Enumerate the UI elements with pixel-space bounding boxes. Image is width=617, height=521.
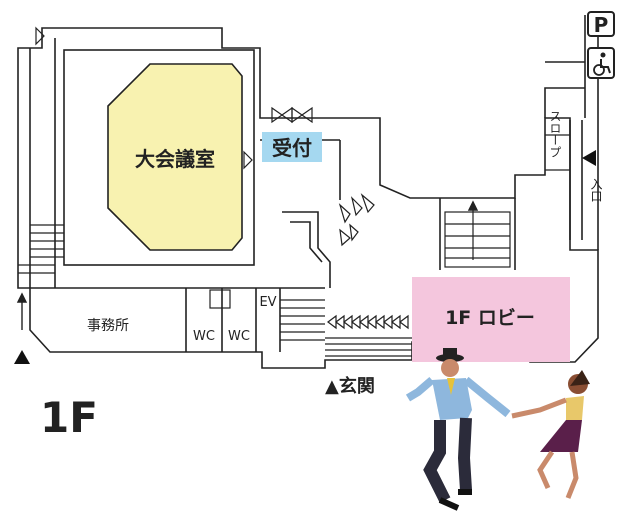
hall-room <box>107 63 243 251</box>
reception-badge <box>262 132 322 162</box>
reception-label: 受付 <box>272 136 312 160</box>
entry-arrow-icon <box>582 150 596 166</box>
svg-text:P: P <box>594 13 609 37</box>
stairs-left <box>18 224 64 274</box>
left-marker-icon <box>14 350 30 364</box>
parking-icon: P <box>587 11 615 37</box>
wc2-label: WC <box>228 329 250 344</box>
wc1-label: WC <box>193 329 215 344</box>
wheelchair-icon <box>587 47 615 79</box>
ev-label: EV <box>259 295 276 310</box>
office-label: 事務所 <box>87 318 129 334</box>
doors <box>35 26 409 330</box>
stairs-lobby <box>444 205 511 268</box>
hall-label: 大会議室 <box>135 147 215 171</box>
entry-label: 入口 <box>589 178 603 202</box>
entrance-stairs <box>325 337 412 357</box>
wc-partition <box>209 289 231 309</box>
hall-outer-wall <box>63 49 255 266</box>
entrance-label: ▲玄関 <box>325 375 375 397</box>
stairs-middle <box>280 299 325 341</box>
dancers-illustration <box>405 348 590 511</box>
lobby-label: 1F ロビー <box>445 307 535 329</box>
lobby-room <box>412 277 570 362</box>
building-outline <box>17 27 599 369</box>
floor-label: 1F <box>40 393 98 442</box>
slope <box>545 134 570 171</box>
up-arrow-icon <box>16 200 479 330</box>
slope-label: スロープ <box>548 110 562 158</box>
